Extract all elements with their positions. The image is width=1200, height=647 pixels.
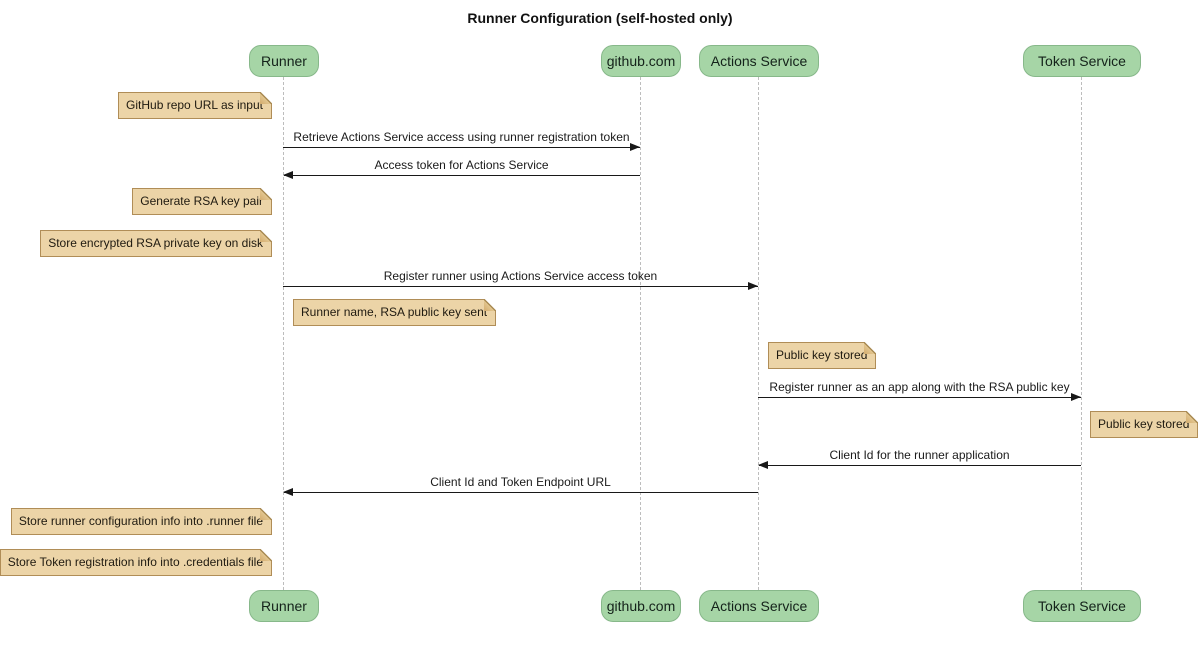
note-fold-corner-icon	[260, 549, 272, 561]
message-5-line	[284, 492, 758, 493]
note-fold-corner-icon	[260, 188, 272, 200]
message-4-arrowhead	[758, 461, 768, 469]
note-text: Public key stored	[776, 348, 868, 362]
message-1-label: Access token for Actions Service	[374, 158, 549, 172]
message-4-label: Client Id for the runner application	[829, 448, 1010, 462]
message-1-line	[284, 175, 640, 176]
lifeline-runner	[283, 77, 284, 590]
lifeline-token-service	[1081, 77, 1082, 590]
lifeline-actions-service	[758, 77, 759, 590]
message-5-arrowhead	[283, 488, 293, 496]
note-fold-corner-icon	[260, 508, 272, 520]
note-fold-corner-icon	[1186, 411, 1199, 423]
note-store-credentials-file: Store Token registration info into .cred…	[0, 549, 272, 576]
participant-github-top: github.com	[601, 45, 681, 77]
lifeline-github	[640, 77, 641, 590]
message-2-label: Register runner using Actions Service ac…	[383, 269, 658, 283]
message-5-label: Client Id and Token Endpoint URL	[430, 475, 611, 489]
note-store-private-key: Store encrypted RSA private key on disk	[40, 230, 272, 257]
note-runner-name-public-key: Runner name, RSA public key sent	[293, 299, 497, 326]
note-text: Store runner configuration info into .ru…	[18, 514, 263, 528]
note-store-runner-file: Store runner configuration info into .ru…	[10, 508, 272, 535]
participant-runner-top: Runner	[249, 45, 319, 77]
note-text: GitHub repo URL as input	[126, 98, 263, 112]
message-0-arrowhead	[630, 143, 640, 151]
participant-runner-bottom: Runner	[249, 590, 319, 622]
note-generate-rsa-key-pair: Generate RSA key pair	[132, 188, 272, 215]
participant-actions-service-top: Actions Service	[699, 45, 819, 77]
message-4-line	[759, 465, 1081, 466]
message-0-label: Retrieve Actions Service access using ru…	[293, 130, 630, 144]
note-fold-corner-icon	[260, 92, 272, 104]
message-0-line	[283, 147, 640, 148]
note-fold-corner-icon	[260, 230, 272, 242]
message-1-arrowhead	[283, 171, 293, 179]
note-public-key-stored-actions: Public key stored	[768, 342, 877, 369]
note-fold-corner-icon	[864, 342, 877, 354]
participant-token-service-bottom: Token Service	[1023, 590, 1141, 622]
note-text: Runner name, RSA public key sent	[301, 305, 488, 319]
note-text: Public key stored	[1098, 417, 1190, 431]
note-text: Store Token registration info into .cred…	[7, 555, 263, 569]
note-text: Generate RSA key pair	[140, 194, 263, 208]
message-2-line	[283, 286, 758, 287]
note-fold-corner-icon	[484, 299, 497, 311]
note-github-repo-url: GitHub repo URL as input	[118, 92, 272, 119]
message-2-arrowhead	[748, 282, 758, 290]
participant-token-service-top: Token Service	[1023, 45, 1141, 77]
message-3-arrowhead	[1071, 393, 1081, 401]
diagram-title: Runner Configuration (self-hosted only)	[467, 10, 733, 26]
message-3-line	[758, 397, 1081, 398]
participant-actions-service-bottom: Actions Service	[699, 590, 819, 622]
note-public-key-stored-token: Public key stored	[1090, 411, 1199, 438]
note-text: Store encrypted RSA private key on disk	[48, 236, 263, 250]
message-3-label: Register runner as an app along with the…	[769, 380, 1070, 394]
participant-github-bottom: github.com	[601, 590, 681, 622]
